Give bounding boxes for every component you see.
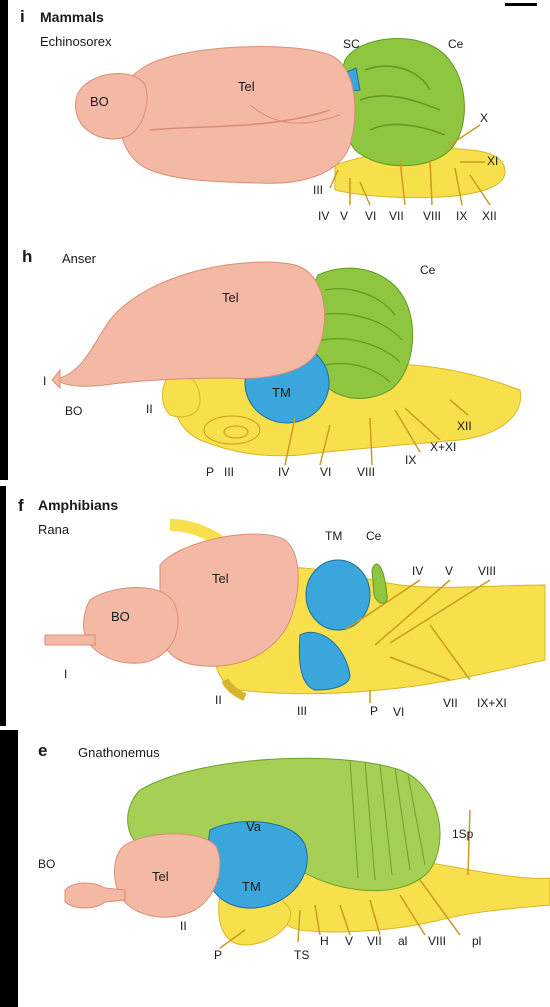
label-tm: TM (242, 880, 261, 893)
label-p: P (206, 466, 214, 478)
label-nerve-vi: VI (365, 210, 376, 222)
fish-brain-drawing (0, 730, 550, 1007)
label-ce: Ce (448, 38, 463, 50)
label-nerve-iv: IV (412, 565, 423, 577)
panel-letter: i (20, 8, 25, 25)
frog-brain-drawing (0, 485, 550, 730)
panel-amphibians: f Amphibians Rana TM Ce Tel IV V VIII BO… (0, 485, 550, 730)
label-nerve-iv: IV (278, 466, 289, 478)
label-nerve-iv: IV (318, 210, 329, 222)
label-nerve-vii: VII (367, 935, 382, 947)
label-nerve-iii: III (313, 184, 323, 196)
panel-letter: h (22, 248, 32, 265)
panel-letter: f (18, 497, 24, 514)
label-nerve-ii: II (146, 403, 153, 415)
label-nerve-ii: II (215, 694, 222, 706)
label-tel: Tel (238, 80, 255, 93)
label-nerve-viii: VIII (428, 935, 446, 947)
label-nerve-viii: VIII (478, 565, 496, 577)
label-ce: Ce (420, 264, 435, 276)
label-nerve-iii: III (297, 705, 307, 717)
label-nerve-ii: II (180, 920, 187, 932)
label-bo: BO (90, 95, 109, 108)
label-h: H (320, 935, 329, 947)
label-nerve-viii: VIII (357, 466, 375, 478)
label-nerve-vi: VI (320, 466, 331, 478)
label-p: P (370, 705, 378, 717)
label-bo: BO (65, 405, 82, 417)
label-va: Va (246, 820, 261, 833)
label-tel: Tel (222, 291, 239, 304)
genus-label: Anser (62, 252, 96, 265)
label-nerve-viii: VIII (423, 210, 441, 222)
label-nerve-vi: VI (393, 706, 404, 718)
label-nerve-ix: IX (405, 454, 416, 466)
label-pl: pl (472, 935, 481, 947)
label-nerve-xii: XII (482, 210, 497, 222)
label-nerve-xii: XII (457, 420, 472, 432)
bird-brain-drawing (0, 240, 550, 485)
panel-fish: e Gnathonemus Va 1Sp BO Tel TM II P TS H… (0, 730, 550, 1007)
genus-label: Echinosorex (40, 35, 112, 48)
label-tm: TM (272, 386, 291, 399)
label-nerve-ix: IX (456, 210, 467, 222)
label-al: al (398, 935, 407, 947)
group-title: Amphibians (38, 498, 118, 512)
label-nerve-vii: VII (389, 210, 404, 222)
label-nerve-iii: III (224, 466, 234, 478)
label-nerve-v: V (340, 210, 348, 222)
label-nerve-ix-xi: IX+XI (477, 697, 507, 709)
label-nerve-x-xi: X+XI (430, 441, 456, 453)
label-sc: SC (343, 38, 360, 50)
panel-letter: e (38, 742, 47, 759)
label-bo: BO (111, 610, 130, 623)
label-bo: BO (38, 858, 55, 870)
label-tel: Tel (152, 870, 169, 883)
label-nerve-v: V (445, 565, 453, 577)
label-tel: Tel (212, 572, 229, 585)
label-ce: Ce (366, 530, 381, 542)
group-title: Mammals (40, 10, 104, 24)
label-tm: TM (325, 530, 342, 542)
label-nerve-vii: VII (443, 697, 458, 709)
label-1sp: 1Sp (452, 828, 473, 840)
panel-birds: h Anser Ce Tel I BO II TM XII IX X+XI P … (0, 240, 550, 485)
genus-label: Rana (38, 523, 69, 536)
label-ts: TS (294, 949, 309, 961)
label-nerve-i: I (43, 375, 46, 387)
genus-label: Gnathonemus (78, 746, 160, 759)
label-nerve-xi: XI (487, 155, 498, 167)
label-p: P (214, 949, 222, 961)
label-nerve-i: I (64, 668, 67, 680)
label-nerve-v: V (345, 935, 353, 947)
panel-mammals: i Mammals Echinosorex BO Tel SC Ce III I… (0, 0, 550, 240)
label-nerve-x: X (480, 112, 488, 124)
